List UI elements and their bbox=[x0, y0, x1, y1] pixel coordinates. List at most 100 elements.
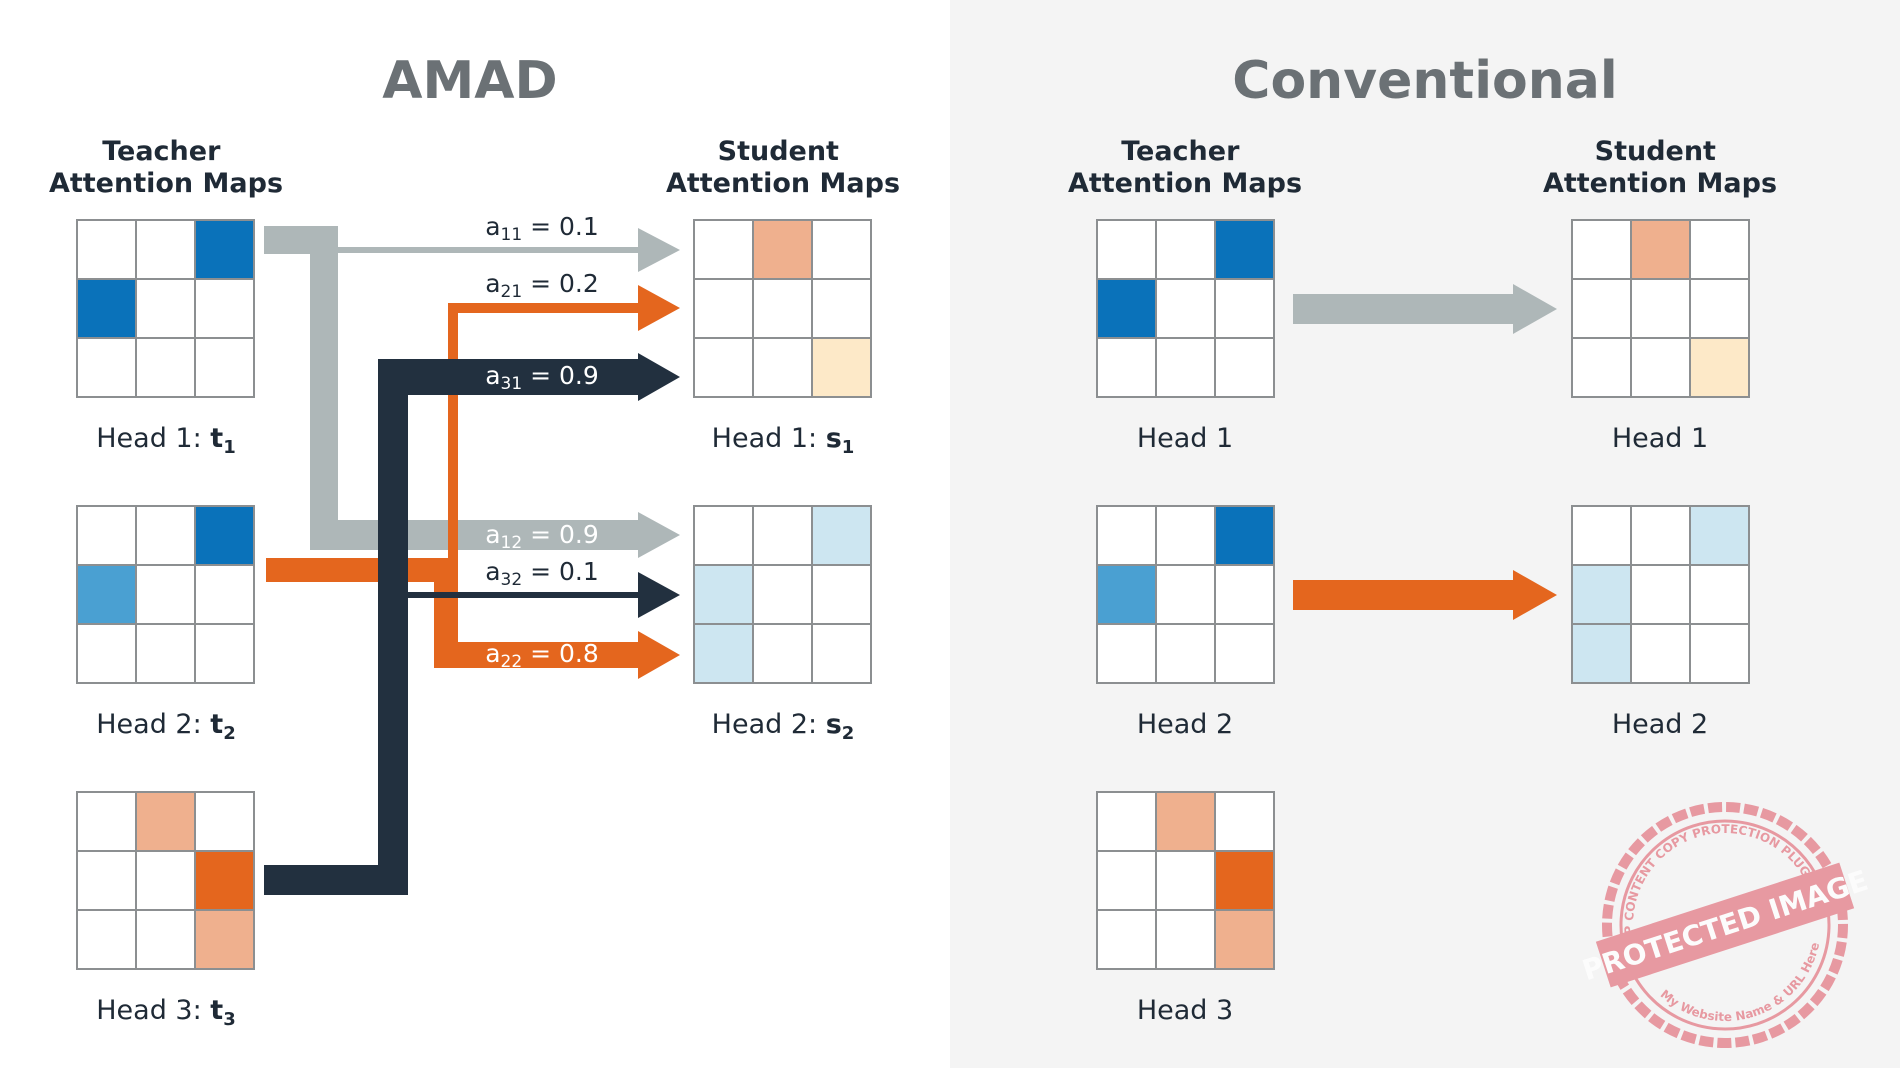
grid-cell bbox=[1155, 564, 1216, 625]
arrow-a12 bbox=[638, 512, 680, 558]
conventional-student-caption-2: Head 2 bbox=[1612, 709, 1708, 740]
grid-cell bbox=[76, 278, 137, 339]
grid-cell bbox=[1096, 337, 1157, 398]
grid-cell bbox=[1689, 278, 1750, 339]
gray-connector bbox=[264, 226, 680, 558]
grid-cell bbox=[811, 337, 872, 398]
conventional-arrow-head-2 bbox=[1293, 570, 1557, 620]
conventional-student-header: Student Attention Maps bbox=[1543, 136, 1777, 199]
grid-cell bbox=[135, 850, 196, 911]
amad-teacher-caption-3: Head 3: t3 bbox=[96, 995, 236, 1030]
grid-cell bbox=[752, 337, 813, 398]
grid-cell bbox=[1571, 337, 1632, 398]
grid-cell bbox=[1155, 850, 1216, 911]
grid-cell bbox=[1214, 505, 1275, 566]
grid-cell bbox=[135, 219, 196, 280]
grid-cell bbox=[76, 564, 137, 625]
amad-student-grid-1 bbox=[693, 219, 872, 398]
grid-cell bbox=[76, 505, 137, 566]
conventional-arrow-head-1 bbox=[1293, 284, 1557, 334]
grid-cell bbox=[1096, 278, 1157, 339]
conventional-student-grid-2 bbox=[1571, 505, 1750, 684]
arrow-a32 bbox=[638, 572, 680, 618]
orange-connector bbox=[266, 285, 680, 679]
grid-cell bbox=[76, 909, 137, 970]
grid-cell bbox=[1155, 623, 1216, 684]
conventional-teacher-grid-1 bbox=[1096, 219, 1275, 398]
grid-cell bbox=[135, 623, 196, 684]
grid-cell bbox=[1630, 623, 1691, 684]
grid-cell bbox=[1096, 219, 1157, 280]
grid-cell bbox=[76, 337, 137, 398]
conventional-student-grid-1 bbox=[1571, 219, 1750, 398]
grid-cell bbox=[76, 850, 137, 911]
grid-cell bbox=[693, 219, 754, 280]
grid-cell bbox=[194, 909, 255, 970]
grid-cell bbox=[752, 505, 813, 566]
grid-cell bbox=[1214, 278, 1275, 339]
amad-title: AMAD bbox=[382, 51, 557, 111]
conventional-teacher-caption-2: Head 2 bbox=[1137, 709, 1233, 740]
grid-cell bbox=[752, 278, 813, 339]
weight-label-a22: a22 = 0.8 bbox=[485, 639, 599, 672]
grid-cell bbox=[693, 278, 754, 339]
grid-cell bbox=[1214, 791, 1275, 852]
grid-cell bbox=[194, 505, 255, 566]
grid-cell bbox=[76, 219, 137, 280]
conventional-teacher-header: Teacher Attention Maps bbox=[1068, 136, 1302, 199]
grid-cell bbox=[1630, 337, 1691, 398]
weight-label-a32: a32 = 0.1 bbox=[485, 557, 599, 590]
arrow-a11 bbox=[638, 228, 680, 272]
amad-teacher-header: Teacher Attention Maps bbox=[49, 136, 283, 199]
amad-student-header: Student Attention Maps bbox=[666, 136, 900, 199]
grid-cell bbox=[1155, 909, 1216, 970]
amad-teacher-grid-2 bbox=[76, 505, 255, 684]
grid-cell bbox=[1096, 909, 1157, 970]
grid-cell bbox=[1571, 219, 1632, 280]
grid-cell bbox=[1689, 337, 1750, 398]
grid-cell bbox=[811, 219, 872, 280]
conventional-student-caption-1: Head 1 bbox=[1612, 423, 1708, 454]
grid-cell bbox=[1630, 505, 1691, 566]
grid-cell bbox=[1630, 278, 1691, 339]
grid-cell bbox=[1155, 791, 1216, 852]
grid-cell bbox=[1096, 564, 1157, 625]
grid-cell bbox=[1571, 623, 1632, 684]
grid-cell bbox=[135, 278, 196, 339]
conventional-teacher-grid-2 bbox=[1096, 505, 1275, 684]
grid-cell bbox=[1214, 219, 1275, 280]
grid-cell bbox=[693, 505, 754, 566]
grid-cell bbox=[76, 791, 137, 852]
grid-cell bbox=[135, 564, 196, 625]
grid-cell bbox=[1096, 505, 1157, 566]
grid-cell bbox=[1214, 623, 1275, 684]
grid-cell bbox=[811, 505, 872, 566]
arrow-a21 bbox=[638, 285, 680, 331]
conventional-title: Conventional bbox=[1232, 51, 1617, 111]
grid-cell bbox=[1689, 623, 1750, 684]
grid-cell bbox=[811, 278, 872, 339]
grid-cell bbox=[1571, 505, 1632, 566]
grid-cell bbox=[1096, 623, 1157, 684]
grid-cell bbox=[194, 564, 255, 625]
navy-connector bbox=[264, 353, 680, 895]
grid-cell bbox=[693, 623, 754, 684]
grid-cell bbox=[135, 505, 196, 566]
grid-cell bbox=[752, 219, 813, 280]
grid-cell bbox=[1155, 505, 1216, 566]
grid-cell bbox=[194, 850, 255, 911]
arrow-a31 bbox=[638, 353, 680, 401]
grid-cell bbox=[1155, 278, 1216, 339]
grid-cell bbox=[1214, 909, 1275, 970]
grid-cell bbox=[1214, 850, 1275, 911]
amad-teacher-caption-1: Head 1: t1 bbox=[96, 423, 236, 458]
grid-cell bbox=[1096, 791, 1157, 852]
grid-cell bbox=[693, 337, 754, 398]
grid-cell bbox=[693, 564, 754, 625]
grid-cell bbox=[194, 623, 255, 684]
grid-cell bbox=[194, 791, 255, 852]
weight-label-a12: a12 = 0.9 bbox=[485, 520, 599, 553]
grid-cell bbox=[76, 623, 137, 684]
grid-cell bbox=[135, 337, 196, 398]
